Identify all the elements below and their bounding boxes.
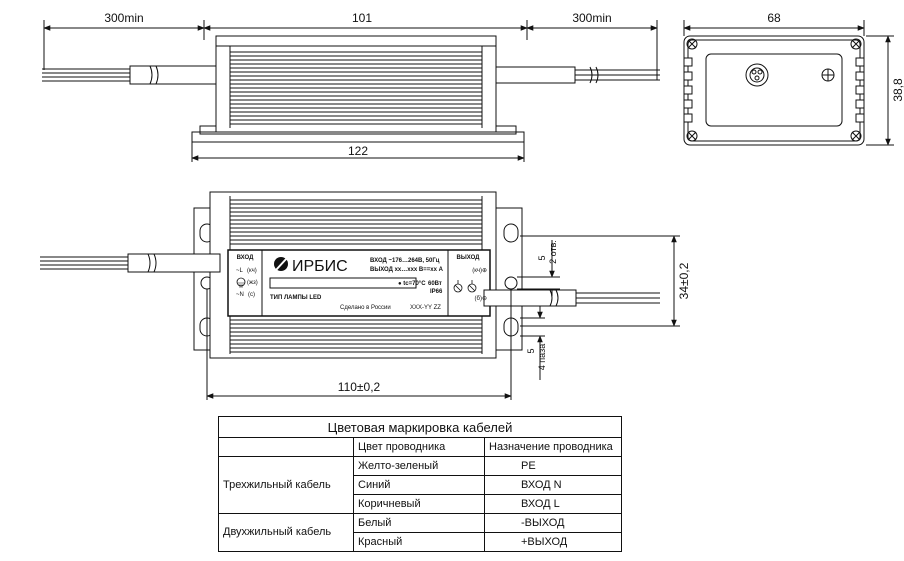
- output-title: ВЫХОД: [457, 255, 481, 261]
- input-pe: (жз): [247, 280, 258, 286]
- input-l-color: (кч): [247, 268, 257, 274]
- side-notch: [855, 99, 865, 109]
- table-group-2-core: Двухжильный кабель: [218, 513, 354, 552]
- table-cell-color: Белый: [353, 513, 485, 533]
- spec-input: ВХОД ~176…264В, 50Гц: [370, 258, 440, 264]
- side-notch: [683, 57, 693, 67]
- dim-side-width: 68: [767, 11, 781, 25]
- dim-lead-left: 300min: [104, 11, 143, 25]
- brand-name: ИРБИС: [292, 258, 348, 275]
- output-plus: (кч)⊕: [472, 268, 487, 274]
- side-notch: [683, 71, 693, 81]
- dim-hole-count: 2 отв.: [548, 240, 558, 264]
- dim-lead-right: 300min: [572, 11, 611, 25]
- dim-slot-count: 4 паза: [537, 344, 547, 370]
- power-rating: 60Вт: [428, 281, 442, 287]
- output-minus: (б)⊖: [475, 296, 487, 302]
- side-notch: [855, 85, 865, 95]
- table-row: Двухжильный кабель Белый -ВЫХОД: [218, 513, 622, 552]
- ip-rating: IP66: [430, 289, 443, 295]
- front-view: [40, 191, 680, 400]
- table-cell-purpose: ВХОД L: [484, 494, 622, 514]
- table-cell-color: Желто-зеленый: [353, 456, 485, 476]
- side-notch: [855, 71, 865, 81]
- table-row: Красный +ВЫХОД: [219, 532, 622, 552]
- table-row: Трехжильный кабель Желто-зеленый PE: [218, 456, 622, 514]
- table-row: Коричневый ВХОД L: [219, 494, 622, 514]
- side-notch: [683, 99, 693, 109]
- dim-hole-size: 5: [537, 255, 547, 260]
- side-notch: [855, 113, 865, 123]
- input-l: ~L: [236, 268, 244, 274]
- brand-logo-icon: [274, 257, 288, 271]
- tc-rating: ● tc=70°C: [398, 281, 426, 287]
- ground-icon: [236, 277, 246, 287]
- lamp-type: ТИП ЛАМПЫ LED: [270, 295, 322, 301]
- dim-mounting-spacing: 34±0,2: [677, 262, 691, 299]
- table-cell-purpose: +ВЫХОД: [484, 532, 622, 552]
- dim-body-length: 101: [352, 11, 372, 25]
- side-notch: [683, 85, 693, 95]
- dim-overall-length: 122: [348, 144, 368, 158]
- table-cell-purpose: -ВЫХОД: [484, 513, 622, 533]
- table-cell-purpose: PE: [484, 456, 622, 476]
- table-title: Цветовая маркировка кабелей: [218, 416, 622, 438]
- table-cell-purpose: ВХОД N: [484, 475, 622, 495]
- side-notch: [855, 57, 865, 67]
- table-header-empty: [218, 437, 354, 457]
- dim-mounting-pitch: 110±0,2: [338, 380, 381, 394]
- input-title: ВХОД: [237, 255, 255, 261]
- dim-slot-size: 5: [526, 348, 536, 353]
- made-in: Сделано в России: [340, 305, 391, 311]
- serial-number: XXX-YY ZZ: [410, 305, 441, 311]
- ground-symbol: [237, 282, 245, 288]
- table-header-color: Цвет проводника: [353, 437, 485, 457]
- input-n-color: (с): [248, 292, 255, 298]
- table-cell-color: Коричневый: [353, 494, 485, 514]
- side-view: [683, 20, 894, 146]
- top-view: [42, 20, 660, 162]
- side-notch: [683, 113, 693, 123]
- table-cell-color: Красный: [353, 532, 485, 552]
- spec-output: ВЫХОД хх…ххх В==хх А: [370, 267, 444, 273]
- input-n: ~N: [236, 292, 244, 298]
- cable-color-table: Цветовая маркировка кабелей Цвет проводн…: [218, 416, 622, 552]
- table-group-3-core: Трехжильный кабель: [218, 456, 354, 514]
- dim-side-height: 38,8: [891, 78, 904, 102]
- output-terminals-icon: [453, 280, 477, 293]
- table-header-purpose: Назначение проводника: [484, 437, 622, 457]
- table-cell-color: Синий: [353, 475, 485, 495]
